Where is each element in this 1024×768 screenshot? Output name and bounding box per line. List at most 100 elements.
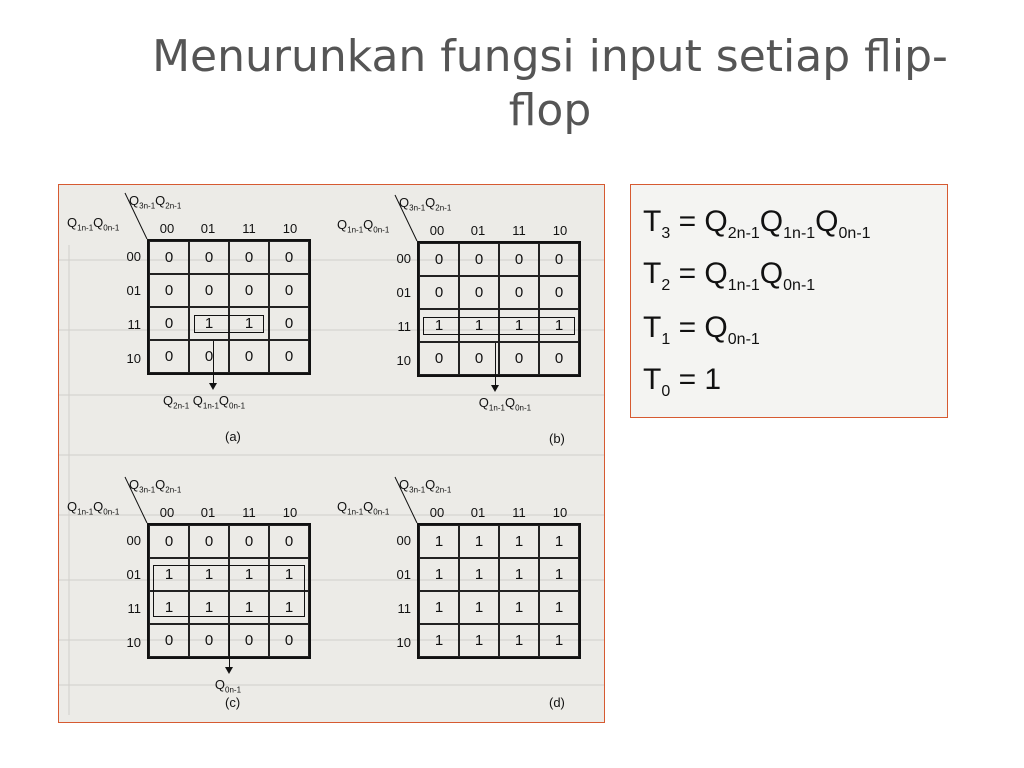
kmap-row-label: 01 xyxy=(126,567,141,582)
kmap-row-label: 01 xyxy=(396,567,411,582)
kmap-cell: 0 xyxy=(499,276,539,309)
kmap-cell: 1 xyxy=(459,624,499,657)
kmap-result-term: Q1n-1Q0n-1 xyxy=(478,395,532,413)
kmap-column-label: 00 xyxy=(159,221,175,236)
kmap-row-label: 10 xyxy=(396,353,411,368)
kmap-cell: 1 xyxy=(499,309,539,342)
kmap-cell: 1 xyxy=(459,309,499,342)
kmap-cell: 1 xyxy=(419,558,459,591)
kmap-side-variable: Q1n-1Q0n-1 xyxy=(337,217,390,235)
kmap-cell: 1 xyxy=(539,309,579,342)
kmap-row-label: 11 xyxy=(127,317,142,332)
equation-t3: T3 = Q2n-1Q1n-1Q0n-1 xyxy=(643,205,871,242)
kmap-row-label: 11 xyxy=(127,601,142,616)
kmap-cell: 1 xyxy=(499,558,539,591)
kmap-cell: 0 xyxy=(499,243,539,276)
kmap-cell: 0 xyxy=(459,342,499,375)
kmap-cell: 0 xyxy=(149,624,189,657)
kmap-cell: 0 xyxy=(229,624,269,657)
kmap-top-variable: Q3n-1Q2n-1 xyxy=(399,477,452,495)
kmap-result-term: Q0n-1 xyxy=(214,677,242,695)
kmap-row-label: 00 xyxy=(126,533,141,548)
kmap-grouping-loop xyxy=(153,565,305,617)
kmap-cell: 0 xyxy=(419,342,459,375)
kmap-row-label: 10 xyxy=(126,635,141,650)
kmap-column-label: 11 xyxy=(242,505,256,520)
kmap-cell: 0 xyxy=(459,243,499,276)
kmap-row-label: 01 xyxy=(126,283,141,298)
kmap-caption: (c) xyxy=(225,695,241,710)
kmap-cell: 0 xyxy=(419,276,459,309)
kmap-cell: 1 xyxy=(419,309,459,342)
kmap-column-label: 11 xyxy=(512,223,526,238)
kmap-cell: 1 xyxy=(459,558,499,591)
kmap-caption: (a) xyxy=(225,429,241,444)
kmap-column-label: 01 xyxy=(200,221,216,236)
kmap-top-variable: Q3n-1Q2n-1 xyxy=(129,477,182,495)
kmap-cell: 0 xyxy=(189,525,229,558)
kmap-cell: 1 xyxy=(149,558,189,591)
kmap-cell: 0 xyxy=(539,243,579,276)
kmap-cell: 0 xyxy=(149,274,189,307)
kmap-cell: 1 xyxy=(149,591,189,624)
kmap-cell: 0 xyxy=(269,241,309,274)
kmap-cell: 0 xyxy=(499,342,539,375)
kmap-cell: 1 xyxy=(539,624,579,657)
kmap-cell: 1 xyxy=(229,307,269,340)
kmap-cell: 0 xyxy=(269,307,309,340)
kmap-diagonal-line xyxy=(394,194,418,242)
kmap-column-label: 10 xyxy=(282,221,298,236)
scanned-background-texture xyxy=(59,245,604,715)
kmap-column-label: 10 xyxy=(552,505,568,520)
kmap-cell: 1 xyxy=(189,591,229,624)
kmap-result-term: Q2n-1 Q1n-1Q0n-1 xyxy=(163,393,246,411)
equations-panel: T3 = Q2n-1Q1n-1Q0n-1 T2 = Q1n-1Q0n-1 T1 … xyxy=(630,184,948,418)
kmap-cell: 1 xyxy=(539,558,579,591)
kmap-diagonal-line xyxy=(124,476,148,524)
slide-title: Menurunkan fungsi input setiap flip-flop xyxy=(152,31,948,136)
kmap-cell: 1 xyxy=(499,624,539,657)
kmap-side-variable: Q1n-1Q0n-1 xyxy=(337,499,390,517)
kmap-grouping-loop xyxy=(194,315,264,333)
equation-t0: T0 = 1 xyxy=(643,363,722,400)
kmap-column-label: 00 xyxy=(429,223,445,238)
kmap-cell: 1 xyxy=(419,525,459,558)
kmap-row-label: 10 xyxy=(396,635,411,650)
kmap-cell: 1 xyxy=(499,591,539,624)
kmap-cell: 0 xyxy=(269,274,309,307)
kmap-cell: 0 xyxy=(189,274,229,307)
kmap-side-variable: Q1n-1Q0n-1 xyxy=(67,215,120,233)
kmap-column-label: 10 xyxy=(282,505,298,520)
kmap-cell: 1 xyxy=(229,591,269,624)
equation-t2: T2 = Q1n-1Q0n-1 xyxy=(643,257,816,294)
kmap-cell: 0 xyxy=(269,624,309,657)
kmap-cell: 0 xyxy=(539,342,579,375)
kmap-caption: (d) xyxy=(549,695,565,710)
kmap-cell: 1 xyxy=(419,591,459,624)
kmap-top-variable: Q3n-1Q2n-1 xyxy=(399,195,452,213)
kmap-row-label: 00 xyxy=(396,251,411,266)
kmap-caption: (b) xyxy=(549,431,565,446)
kmap-arrow-head xyxy=(490,385,499,392)
kmap-grouping-loop xyxy=(423,317,575,335)
kmap-diagonal-line xyxy=(124,192,148,240)
kmap-column-label: 11 xyxy=(242,221,256,236)
kmap-column-label: 00 xyxy=(159,505,175,520)
kmap-column-label: 00 xyxy=(429,505,445,520)
kmap-row-label: 10 xyxy=(126,351,141,366)
kmap-cell: 1 xyxy=(459,525,499,558)
kmap-cell: 0 xyxy=(269,525,309,558)
kmap-cell: 1 xyxy=(269,591,309,624)
kmap-cell: 1 xyxy=(419,624,459,657)
kmap-cell: 1 xyxy=(539,591,579,624)
kmap-cell: 0 xyxy=(229,274,269,307)
kmap-column-label: 11 xyxy=(512,505,526,520)
